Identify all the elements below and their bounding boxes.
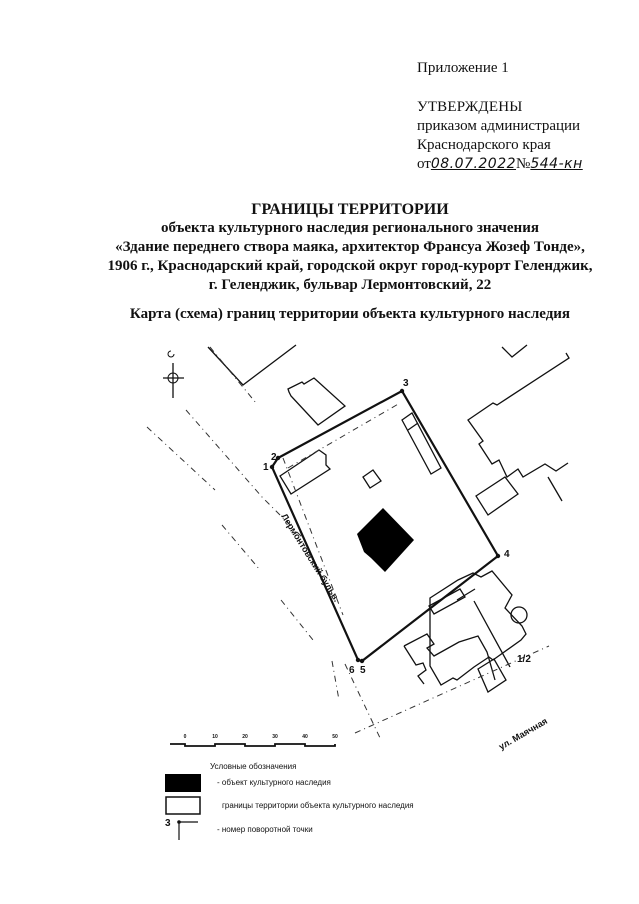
street-label-lermontovsky: Лермонтовский бульв. xyxy=(279,512,342,604)
turning-point-3 xyxy=(399,388,405,394)
point-label-1: 1 xyxy=(263,462,269,473)
approval-block: УТВЕРЖДЕНЫ приказом администрации Красно… xyxy=(417,98,610,174)
street-label-mayachnaya: ул. Маячная xyxy=(497,716,549,752)
legend-title: Условные обозначения xyxy=(210,762,297,771)
svg-text:3: 3 xyxy=(165,818,171,829)
legend-item-boundary: границы территории объекта культурного н… xyxy=(222,801,414,810)
inner-building-east xyxy=(401,412,442,475)
turning-point-1 xyxy=(269,464,275,470)
turning-point-4 xyxy=(495,553,501,559)
svg-text:30: 30 xyxy=(272,734,278,740)
turning-point-6 xyxy=(355,657,361,663)
neighbor-plot-line xyxy=(207,344,297,386)
title-line-1: объекта культурного наследия регионально… xyxy=(161,220,539,236)
svg-text:10: 10 xyxy=(212,734,218,740)
neighbor-number-label: 1/2 xyxy=(517,654,531,665)
number-prefix: № xyxy=(516,156,531,172)
approved-heading: УТВЕРЖДЕНЫ xyxy=(417,99,523,115)
svg-text:0: 0 xyxy=(184,734,187,740)
inner-building-west xyxy=(279,449,332,495)
turning-point-5 xyxy=(359,658,365,664)
title-line-2: «Здание переднего створа маяка, архитект… xyxy=(115,239,585,255)
approval-number: 544-кн xyxy=(530,156,583,172)
point-label-4: 4 xyxy=(504,549,510,560)
territory-boundary xyxy=(269,388,501,664)
map-caption: Карта (схема) границ территории объекта … xyxy=(129,306,571,322)
scale-bar: 0 10 20 30 40 50 xyxy=(170,734,338,747)
date-prefix: от xyxy=(417,156,431,172)
crosshair-icon xyxy=(163,350,184,398)
legend-symbol-heritage-object xyxy=(165,774,201,792)
document-title: ГРАНИЦЫ ТЕРРИТОРИИ объекта культурного н… xyxy=(60,200,639,295)
svg-text:40: 40 xyxy=(302,734,308,740)
approved-by-order: приказом администрации xyxy=(417,118,581,134)
approved-region: Краснодарского края xyxy=(417,137,551,153)
turning-point-2 xyxy=(275,455,281,461)
neighbor-complex xyxy=(429,570,527,686)
neighbor-building-right xyxy=(475,476,519,516)
point-label-2: 2 xyxy=(271,452,277,463)
approval-date-number: от08.07.2022№544-кн xyxy=(417,155,610,174)
title-main: ГРАНИЦЫ ТЕРРИТОРИИ xyxy=(251,201,449,218)
legend-item-turning-point: - номер поворотной точки xyxy=(217,825,313,834)
svg-text:20: 20 xyxy=(242,734,248,740)
point-label-5: 5 xyxy=(360,665,366,676)
legend-item-heritage-object: - объект культурного наследия xyxy=(217,778,331,787)
svg-text:50: 50 xyxy=(332,734,338,740)
neighbor-building xyxy=(287,377,347,426)
legend-symbol-boundary xyxy=(165,796,201,815)
point-label-3: 3 xyxy=(403,378,409,389)
cultural-heritage-object xyxy=(357,508,414,572)
legend-symbol-turning-point: 3 xyxy=(165,818,198,840)
appendix-label: Приложение 1 xyxy=(417,60,509,76)
point-label-6: 6 xyxy=(349,665,355,676)
title-line-4: г. Геленджик, бульвар Лермонтовский, 22 xyxy=(208,277,492,293)
approval-date: 08.07.2022 xyxy=(430,156,517,172)
inner-small-building xyxy=(362,469,382,489)
title-line-3: 1906 г., Краснодарский край, городской о… xyxy=(107,258,593,274)
